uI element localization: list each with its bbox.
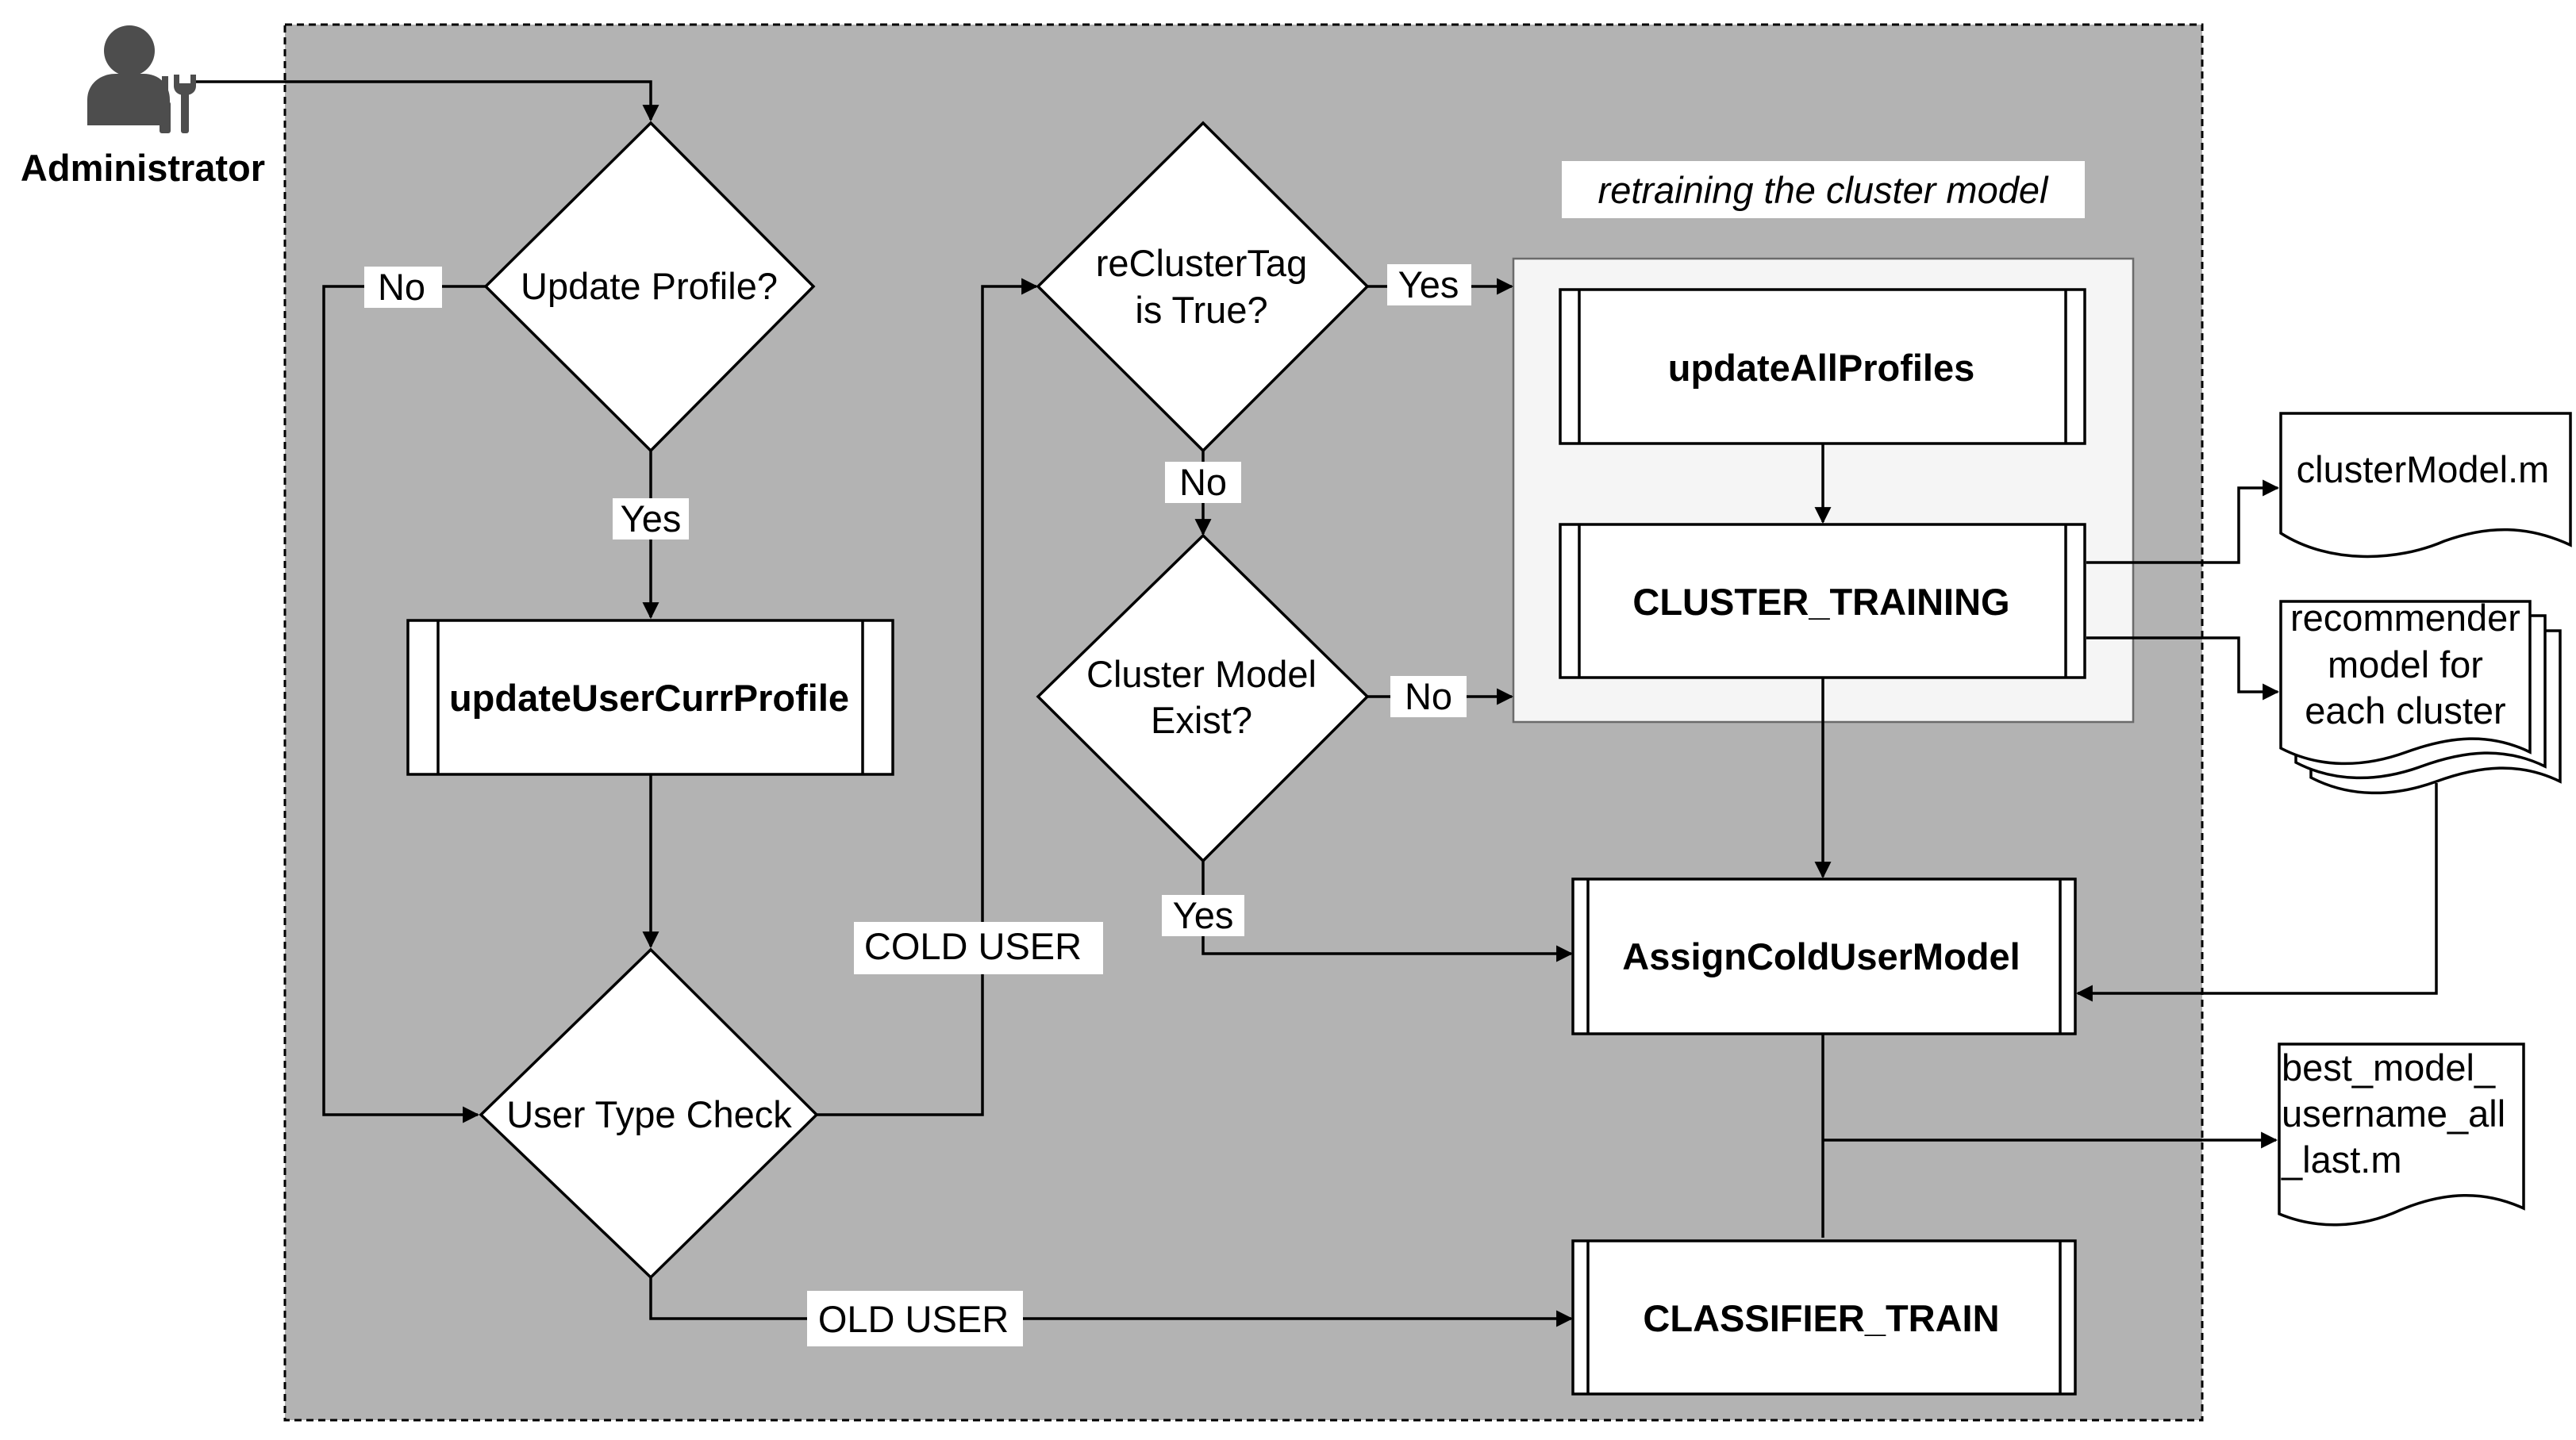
decision-recluster-tag-line2: is True? <box>1135 289 1267 331</box>
document-recommender-line3: each cluster <box>2305 689 2505 732</box>
document-recommender-line2: model for <box>2328 643 2483 685</box>
decision-recluster-tag-line1: reClusterTag <box>1096 242 1307 284</box>
edge-cluster-exist-yes <box>1201 861 1574 962</box>
document-cluster-model[interactable]: clusterModel.m <box>2279 412 2572 559</box>
svg-text:Yes: Yes <box>1173 894 1234 936</box>
process-update-user-curr-profile-label: updateUserCurrProfile <box>449 677 849 719</box>
retraining-group-title-bg <box>1562 161 2085 218</box>
decision-cluster-model-exist-line2: Exist? <box>1151 699 1252 741</box>
svg-text:No: No <box>1405 675 1452 717</box>
decision-update-profile-label: Update Profile? <box>521 265 778 307</box>
edge-training-to-cluster-model <box>2086 479 2280 564</box>
process-assign-cold-user-model[interactable]: AssignColdUserModel <box>1571 877 2077 1035</box>
process-update-all-profiles[interactable]: updateAllProfiles <box>1559 288 2086 445</box>
process-update-user-curr-profile[interactable]: updateUserCurrProfile <box>406 619 894 776</box>
document-recommender-models[interactable]: recommender model for each cluster <box>2279 597 2562 795</box>
administrator-label: Administrator <box>21 147 265 189</box>
decision-cluster-model-exist-line1: Cluster Model <box>1086 653 1317 695</box>
edge-admin-to-update-profile <box>190 80 659 122</box>
retraining-group-title: retraining the cluster model <box>1598 169 2049 211</box>
svg-text:No: No <box>1179 461 1227 503</box>
process-assign-cold-user-model-label: AssignColdUserModel <box>1622 935 2020 977</box>
document-best-model-line1: best_model_ <box>2282 1046 2496 1089</box>
edge-label-old-user: OLD USER <box>807 1291 1023 1346</box>
edge-label-recluster-no: No <box>1165 461 1241 503</box>
edge-label-update-profile-yes: Yes <box>613 497 689 540</box>
edge-label-recluster-yes: Yes <box>1387 263 1471 305</box>
edge-label-cold-user: COLD USER <box>854 922 1103 974</box>
svg-text:OLD USER: OLD USER <box>818 1298 1009 1340</box>
edge-label-cluster-exist-yes: Yes <box>1162 894 1244 936</box>
document-best-model-line3: _last.m <box>2281 1139 2402 1181</box>
process-cluster-training-label: CLUSTER_TRAINING <box>1632 581 2009 623</box>
svg-text:No: No <box>378 266 425 308</box>
document-cluster-model-label: clusterModel.m <box>2297 448 2550 490</box>
edge-recommender-to-assign <box>2075 783 2438 1002</box>
document-best-model-line2: username_all <box>2282 1092 2505 1135</box>
decision-recluster-tag[interactable]: reClusterTag is True? <box>1036 121 1370 453</box>
process-update-all-profiles-label: updateAllProfiles <box>1668 347 1975 389</box>
document-recommender-line1: recommender <box>2290 597 2520 639</box>
decision-update-profile[interactable]: Update Profile? <box>483 121 816 453</box>
edge-label-cluster-exist-no: No <box>1390 675 1467 717</box>
edge-label-update-profile-no: No <box>364 266 442 308</box>
edge-training-to-recommender <box>2086 636 2280 701</box>
svg-text:Yes: Yes <box>1398 263 1459 305</box>
svg-text:Yes: Yes <box>621 497 682 540</box>
edge-cold-user <box>817 278 1039 1116</box>
decision-user-type-check-label: User Type Check <box>506 1093 792 1135</box>
process-classifier-train-label: CLASSIFIER_TRAIN <box>1643 1297 1999 1339</box>
process-classifier-train[interactable]: CLASSIFIER_TRAIN <box>1571 1239 2077 1396</box>
decision-user-type-check[interactable]: User Type Check <box>479 947 819 1280</box>
decision-cluster-model-exist[interactable]: Cluster Model Exist? <box>1036 533 1370 863</box>
administrator-icon[interactable] <box>87 25 196 133</box>
svg-text:COLD USER: COLD USER <box>864 925 1082 967</box>
document-best-model[interactable]: best_model_ username_all _last.m <box>2278 1043 2525 1227</box>
edge-old-user <box>649 1277 1574 1327</box>
process-cluster-training[interactable]: CLUSTER_TRAINING <box>1559 523 2086 679</box>
